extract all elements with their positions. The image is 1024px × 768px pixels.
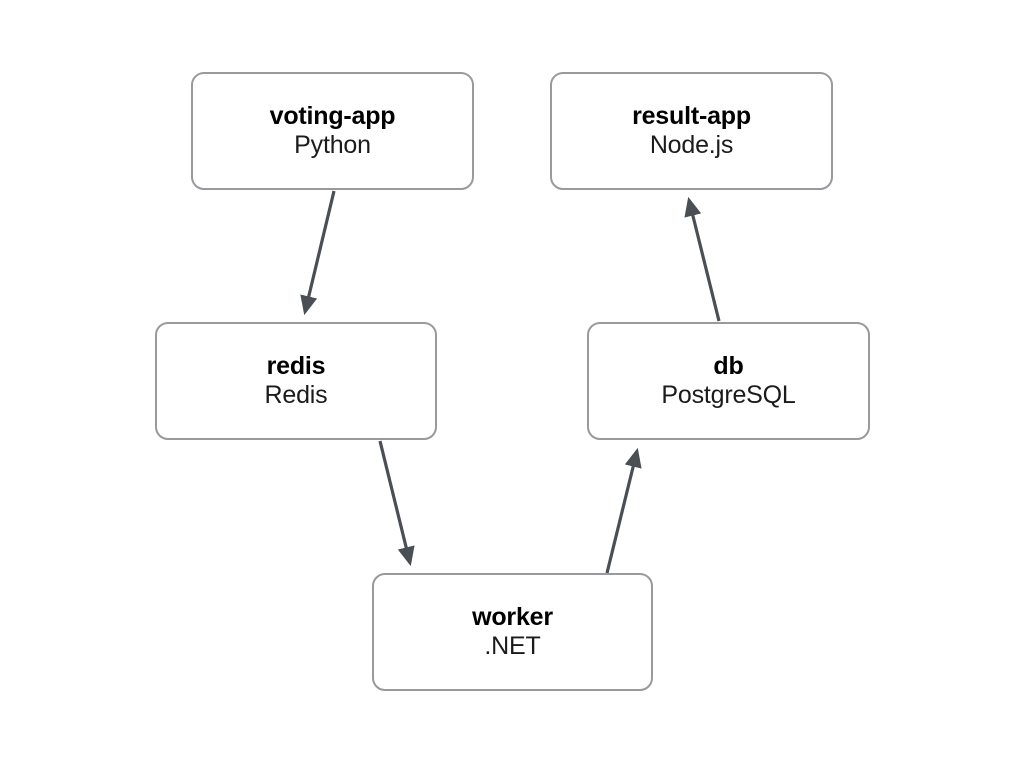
- node-voting-app-title: voting-app: [269, 101, 396, 130]
- node-redis[interactable]: redis Redis: [155, 322, 437, 440]
- edge-voting-app-to-redis: [300, 190, 336, 316]
- edge-db-to-result-app: [684, 196, 721, 322]
- node-db-title: db: [713, 351, 744, 380]
- node-worker[interactable]: worker .NET: [372, 573, 653, 691]
- node-worker-title: worker: [472, 602, 553, 631]
- node-redis-title: redis: [266, 351, 326, 380]
- node-result-app[interactable]: result-app Node.js: [550, 72, 833, 190]
- node-voting-app[interactable]: voting-app Python: [191, 72, 474, 190]
- edge-redis-to-worker: [378, 440, 415, 567]
- node-result-app-subtitle: Node.js: [649, 131, 734, 159]
- edge-worker-to-db: [605, 447, 642, 574]
- node-worker-subtitle: .NET: [484, 632, 541, 660]
- node-result-app-title: result-app: [632, 101, 751, 130]
- node-voting-app-subtitle: Python: [294, 131, 371, 159]
- node-redis-subtitle: Redis: [264, 381, 328, 409]
- node-db[interactable]: db PostgreSQL: [587, 322, 870, 440]
- node-db-subtitle: PostgreSQL: [661, 381, 796, 409]
